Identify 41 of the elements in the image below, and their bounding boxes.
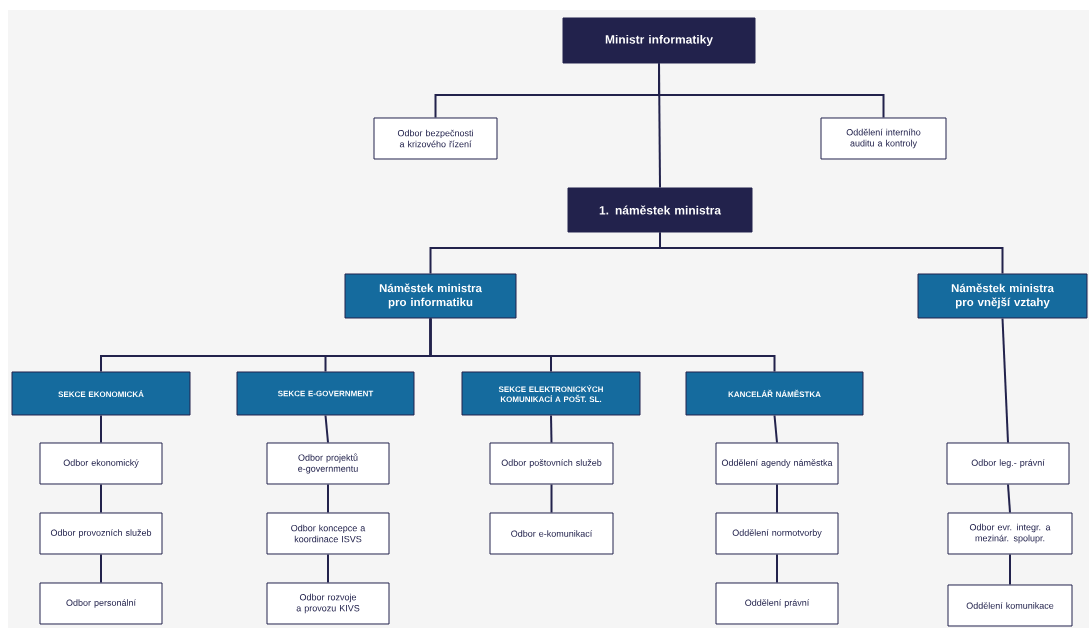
section-box: KANCELÁŘ NÁMĚSTKA xyxy=(685,371,864,416)
title-box: 1. náměstek ministra xyxy=(567,187,753,233)
connector-line xyxy=(324,414,329,444)
section-box: SEKCE ELEKTRONICKÝCH KOMUNIKACÍ A POŠT. SL. xyxy=(461,371,641,416)
connector-line xyxy=(773,414,778,444)
department-box: Odbor ekonomický xyxy=(39,442,163,485)
connector-line xyxy=(327,483,329,514)
title-box: Ministr informatiky xyxy=(562,17,756,64)
connector-line xyxy=(1001,317,1009,444)
department-box: Odbor poštovních služeb xyxy=(489,442,614,485)
department-box: Oddělení komunikace xyxy=(947,584,1073,627)
department-box: Odbor leg.- právní xyxy=(946,442,1070,485)
connector-line xyxy=(429,317,776,373)
department-box: Oddělení normotvorby xyxy=(715,512,839,555)
connector-line xyxy=(658,62,661,189)
deputy-box: Náměstek ministra pro informatiku xyxy=(344,273,517,319)
connector-line xyxy=(550,483,553,514)
deputy-box: Náměstek ministra pro vnější vztahy xyxy=(917,273,1088,319)
department-box: Odbor evr. integr. a mezinár. spolupr. xyxy=(947,512,1073,555)
connector-line xyxy=(100,414,102,444)
connector-line xyxy=(776,483,778,514)
section-box: SEKCE E-GOVERNMENT xyxy=(236,371,415,416)
department-box: Odbor rozvoje a provozu KIVS xyxy=(266,582,390,625)
department-box: Oddělení právní xyxy=(715,582,839,625)
connector-line xyxy=(776,553,778,584)
department-box: Oddělení agendy náměstka xyxy=(715,442,839,485)
connector-line xyxy=(1007,483,1011,514)
connector-line xyxy=(100,553,102,584)
department-box: Odbor provozních služeb xyxy=(39,512,163,555)
department-box: Oddělení interního auditu a kontroly xyxy=(820,117,947,160)
connector-line xyxy=(550,414,553,444)
department-box: Odbor bezpečnosti a krizového řízení xyxy=(373,117,498,160)
section-box: SEKCE EKONOMICKÁ xyxy=(11,371,191,416)
connector-line xyxy=(100,483,102,514)
department-box: Odbor koncepce a koordinace ISVS xyxy=(266,512,390,555)
department-box: Odbor projektů e-governmentu xyxy=(266,442,390,485)
connector-line xyxy=(659,231,1004,275)
department-box: Odbor e-komunikací xyxy=(489,512,614,555)
connector-line xyxy=(327,553,329,584)
department-box: Odbor personální xyxy=(39,582,163,625)
connector-line xyxy=(1009,553,1011,586)
